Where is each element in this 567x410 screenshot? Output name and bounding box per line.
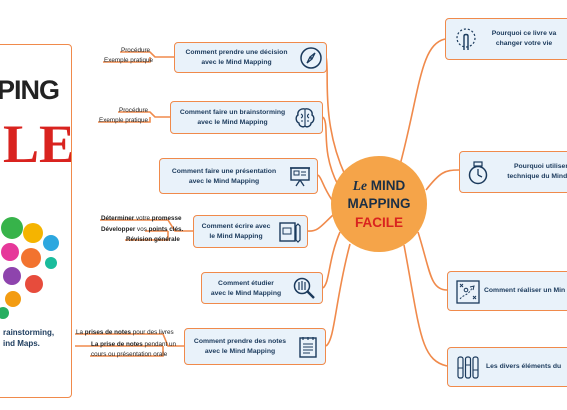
central-topic-line1: Le MIND [352, 178, 406, 193]
book-title-line1: PING [0, 75, 60, 105]
sub-branch-notes [75, 333, 184, 357]
branch-pourquoi-utiliser [425, 169, 460, 191]
book-cover: PING LE rainstorming, ind Maps. [0, 44, 72, 398]
sub-item-notes-cours[interactable]: La prise de notes pendant un [91, 341, 177, 348]
sub-item-decision-procedure[interactable]: Procédure [121, 47, 151, 54]
branch-elements [403, 244, 448, 367]
topic-realiser[interactable]: Comment réaliser un Min [447, 271, 567, 311]
sub-item-brainstorm-procedure[interactable]: Procédure [119, 107, 149, 114]
sub-item-notes-presentation[interactable]: cours ou présentation orale [91, 351, 168, 358]
topic-pourquoi-utiliser[interactable]: Pourquoi utiliser technique du Mind M [459, 151, 567, 193]
sub-branch-ecrire [100, 219, 193, 241]
topic-presentation[interactable]: Comment faire une présentation avec le M… [159, 158, 318, 194]
notepad-icon [299, 337, 317, 358]
sub-item-ecrire-promesse[interactable]: Déterminer votre promesse [101, 215, 182, 222]
topic-brainstorming[interactable]: Comment faire un brainstorming avec le M… [170, 101, 323, 134]
stopwatch-icon [468, 161, 488, 185]
finger-touch-icon [456, 28, 476, 50]
presentation-board-icon [290, 167, 310, 187]
central-topic-line3: FACILE [354, 215, 403, 230]
sub-item-decision-exemple[interactable]: Exemple pratique [104, 57, 154, 64]
brain-icon [295, 108, 315, 128]
book-footer-text: rainstorming, ind Maps. [3, 328, 55, 348]
branch-realiser [417, 231, 448, 291]
topic-prendre-notes[interactable]: Comment prendre des notes avec le Mind M… [184, 328, 326, 365]
branch-ecrire [307, 214, 334, 232]
test-tubes-icon [457, 356, 479, 379]
branch-notes [325, 243, 351, 347]
sub-item-ecrire-points[interactable]: Développer vos points clés. [101, 226, 184, 233]
magnifier-book-icon [293, 277, 315, 299]
compass-icon [300, 47, 322, 69]
sub-item-ecrire-revision[interactable]: Révision générale [126, 236, 180, 243]
sub-branch-decision [103, 51, 174, 63]
sub-item-brainstorm-exemple[interactable]: Exemple pratique [99, 117, 149, 124]
sub-item-notes-livres[interactable]: La prises de notes pour des livres [76, 329, 174, 336]
branch-brainstorm [322, 116, 339, 186]
topic-divers-elements[interactable]: Les divers éléments du [447, 347, 567, 387]
topic-etudier[interactable]: Comment étudier avec le Mind Mapping [201, 272, 323, 304]
branch-etudier [322, 231, 341, 289]
notebook-pen-icon [279, 222, 301, 243]
branch-pourquoi-livre [399, 38, 446, 166]
strategy-plan-icon [456, 280, 480, 304]
central-topic-line2: MAPPING [347, 196, 411, 211]
sub-branch-brainstorm [98, 111, 170, 123]
central-topic[interactable]: Le MIND MAPPING FACILE [331, 156, 427, 252]
topic-decision[interactable]: Comment prendre une décision avec le Min… [174, 42, 327, 73]
topic-ecrire[interactable]: Comment écrire avec le Mind Mapping [193, 215, 308, 248]
branch-presentation [317, 174, 333, 201]
book-title-line2: LE [3, 114, 72, 174]
topic-pourquoi-livre[interactable]: Pourquoi ce livre va changer votre vie [445, 18, 567, 60]
